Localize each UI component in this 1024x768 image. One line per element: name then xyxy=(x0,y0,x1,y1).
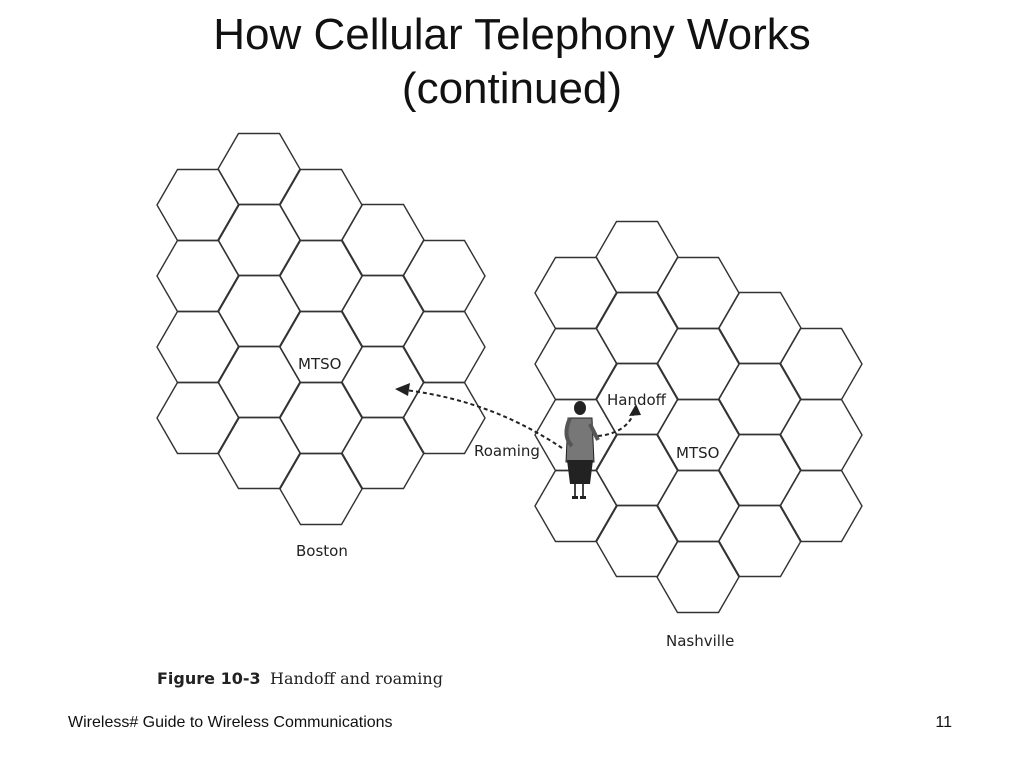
cell-hexagon xyxy=(718,362,802,436)
cell-hexagon xyxy=(402,310,486,384)
handoff-label: Handoff xyxy=(607,391,667,409)
cell-hexagon xyxy=(341,274,425,348)
cell-hexagon xyxy=(217,132,301,206)
cell-hexagon xyxy=(341,345,425,419)
cell-hexagon xyxy=(217,416,301,490)
figure-caption-number: Figure 10-3 xyxy=(157,669,261,688)
handoff-arrowhead xyxy=(629,404,641,416)
cell-hexagon xyxy=(595,220,679,294)
cell-hexagon xyxy=(217,274,301,348)
roaming-arrowhead xyxy=(395,383,410,396)
title-line-1: How Cellular Telephony Works xyxy=(213,10,811,59)
cell-hexagon xyxy=(718,433,802,507)
cell-hexagon xyxy=(656,256,740,330)
mtso-left-label: MTSO xyxy=(298,355,341,373)
boston-label: Boston xyxy=(296,542,348,560)
cell-hexagon xyxy=(656,540,740,614)
cell-hexagon xyxy=(341,416,425,490)
cell-hexagon xyxy=(779,398,863,472)
boston-cell-cluster xyxy=(156,132,486,526)
cell-hexagon xyxy=(595,291,679,365)
cell-hexagon xyxy=(656,327,740,401)
mobile-user-icon xyxy=(564,401,600,499)
cell-hexagon xyxy=(718,504,802,578)
roaming-arrow xyxy=(404,389,563,449)
cell-hexagon xyxy=(279,239,363,313)
page-number: 11 xyxy=(935,714,952,731)
slide-title: How Cellular Telephony Works (continued) xyxy=(0,8,1024,116)
mtso-right-label: MTSO xyxy=(676,444,719,462)
nashville-label: Nashville xyxy=(666,632,734,650)
cell-hexagon xyxy=(279,168,363,242)
nashville-cell-cluster xyxy=(534,220,863,614)
cell-hexagon xyxy=(217,203,301,277)
cell-hexagon xyxy=(595,504,679,578)
cell-hexagon xyxy=(779,469,863,543)
title-line-2: (continued) xyxy=(401,64,623,113)
cell-hexagon xyxy=(656,469,740,543)
cell-hexagon xyxy=(534,327,618,401)
cell-hexagon xyxy=(279,452,363,526)
cell-hexagon xyxy=(217,345,301,419)
cell-hexagon xyxy=(718,291,802,365)
roaming-label: Roaming xyxy=(474,442,540,460)
cell-hexagon xyxy=(156,381,240,455)
cell-hexagon xyxy=(402,239,486,313)
footer-course-title: Wireless# Guide to Wireless Communicatio… xyxy=(68,714,393,731)
cell-hexagon xyxy=(279,381,363,455)
cell-hexagon xyxy=(534,256,618,330)
cell-hexagon xyxy=(595,433,679,507)
figure-caption-text: Handoff and roaming xyxy=(270,669,443,688)
cell-hexagon xyxy=(156,310,240,384)
cell-hexagon xyxy=(156,239,240,313)
cell-hexagon xyxy=(156,168,240,242)
cell-hexagon xyxy=(402,381,486,455)
cell-hexagon xyxy=(779,327,863,401)
cell-hexagon xyxy=(341,203,425,277)
